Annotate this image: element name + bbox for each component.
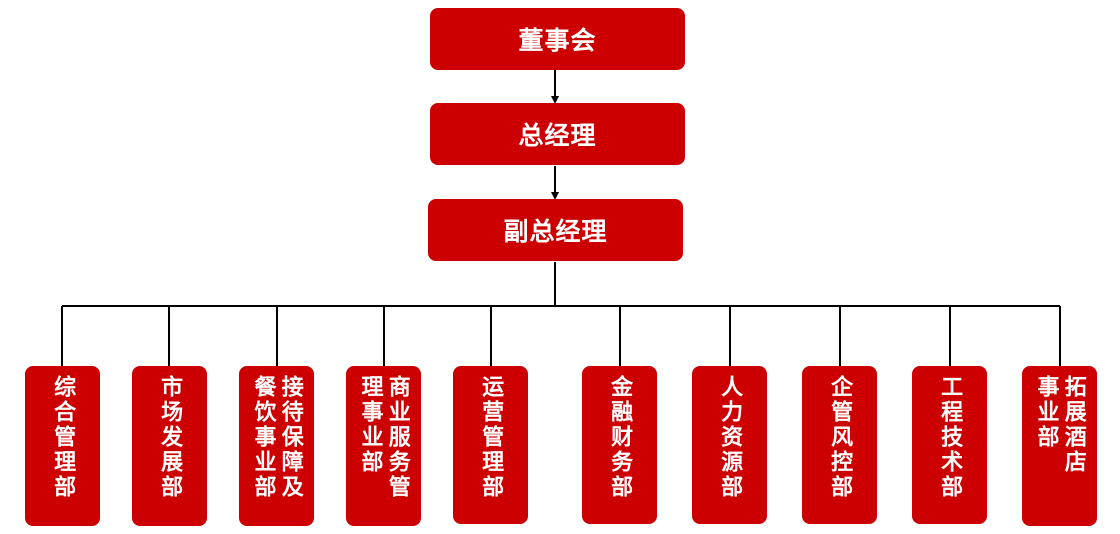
dept-label: 金融财务部 — [607, 375, 633, 500]
dept-box: 企管风控部 — [802, 366, 877, 524]
general-manager-box: 总经理 — [430, 103, 685, 165]
dept-label: 事业部 — [1033, 375, 1059, 450]
dept-label: 工程技术部 — [937, 375, 963, 500]
dept-box: 接待保障及 餐饮事业部 — [239, 366, 314, 526]
dept-label: 运营管理部 — [478, 375, 504, 500]
general-manager-label: 总经理 — [518, 121, 597, 150]
dept-label: 企管风控部 — [827, 375, 853, 500]
dept-label: 市场发展部 — [157, 375, 183, 500]
dept-box: 金融财务部 — [582, 366, 657, 524]
dept-label: 人力资源部 — [717, 375, 743, 500]
dept-box: 综合管理部 — [25, 366, 100, 526]
dept-box: 市场发展部 — [132, 366, 207, 526]
deputy-general-manager-label: 副总经理 — [503, 217, 608, 246]
dept-label: 餐饮事业部 — [250, 375, 276, 500]
dept-label: 拓展酒店 — [1060, 375, 1086, 475]
dept-label: 接待保障及 — [277, 375, 303, 500]
dept-label: 商业服务管 — [384, 375, 410, 500]
dept-box: 拓展酒店 事业部 — [1022, 366, 1097, 526]
dept-box: 商业服务管 理事业部 — [346, 366, 421, 526]
dept-label: 综合管理部 — [50, 375, 76, 500]
dept-box: 人力资源部 — [692, 366, 767, 524]
dept-label: 理事业部 — [357, 375, 383, 475]
dept-box: 工程技术部 — [912, 366, 987, 524]
deputy-general-manager-box: 副总经理 — [428, 199, 683, 261]
board-label: 董事会 — [518, 26, 597, 55]
board-box: 董事会 — [430, 8, 685, 70]
dept-box: 运营管理部 — [453, 366, 528, 524]
